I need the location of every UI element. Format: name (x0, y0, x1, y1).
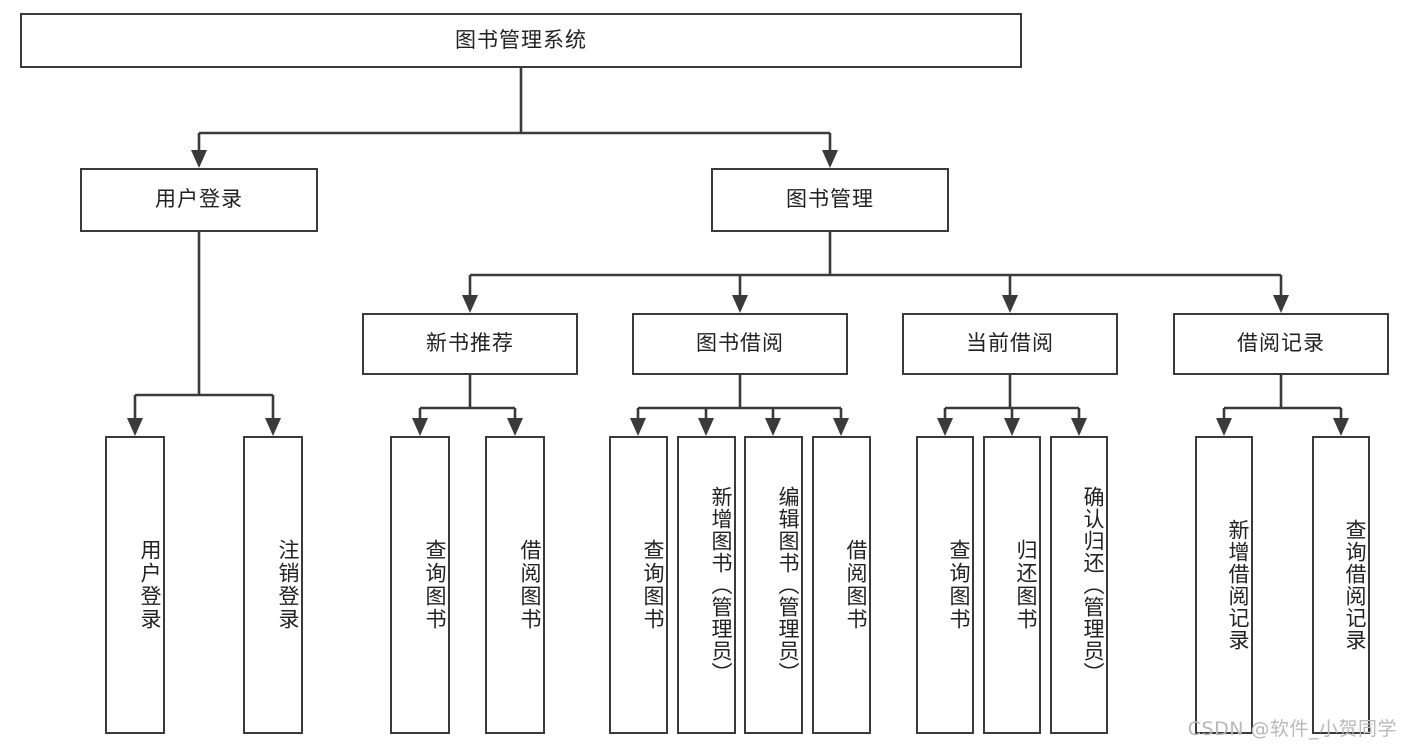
node-new-book-rec[interactable]: 新书推荐 (362, 313, 578, 375)
node-label: 新书推荐 (426, 331, 514, 356)
node-leaf-add-book[interactable]: 新增图书（管理员） (677, 436, 736, 734)
node-leaf-query-book-1[interactable]: 查询图书 (390, 436, 450, 734)
node-book-borrow[interactable]: 图书借阅 (632, 313, 848, 375)
node-label: 图书管理 (786, 187, 874, 212)
node-leaf-confirm-return[interactable]: 确认归还（管理员） (1050, 436, 1108, 734)
node-root[interactable]: 图书管理系统 (20, 13, 1022, 68)
node-leaf-query-book-3[interactable]: 查询图书 (916, 436, 974, 734)
node-leaf-logout[interactable]: 注销登录 (243, 436, 303, 734)
node-label: 查询图书 (641, 539, 665, 631)
node-current-borrow[interactable]: 当前借阅 (902, 313, 1118, 375)
node-label: 确认归还（管理员） (1081, 486, 1105, 684)
node-label: 查询图书 (947, 539, 971, 631)
node-label: 借阅图书 (518, 539, 542, 631)
node-label: 图书管理系统 (455, 27, 587, 52)
node-user-login[interactable]: 用户登录 (80, 168, 318, 232)
node-label: 查询借阅记录 (1343, 519, 1367, 651)
node-leaf-return-book[interactable]: 归还图书 (983, 436, 1041, 734)
node-label: 新增借阅记录 (1226, 519, 1250, 651)
node-leaf-user-login[interactable]: 用户登录 (105, 436, 165, 734)
node-label: 归还图书 (1014, 539, 1038, 631)
node-label: 注销登录 (276, 539, 300, 631)
node-label: 新增图书（管理员） (709, 486, 733, 684)
node-book-manage[interactable]: 图书管理 (711, 168, 949, 232)
node-label: 用户登录 (155, 187, 243, 212)
node-leaf-query-book-2[interactable]: 查询图书 (609, 436, 668, 734)
node-leaf-edit-book[interactable]: 编辑图书（管理员） (744, 436, 803, 734)
node-label: 用户登录 (138, 539, 162, 631)
node-label: 借阅图书 (844, 539, 868, 631)
node-label: 查询图书 (423, 539, 447, 631)
node-leaf-borrow-book-1[interactable]: 借阅图书 (485, 436, 545, 734)
node-label: 图书借阅 (696, 331, 784, 356)
node-leaf-borrow-book-2[interactable]: 借阅图书 (812, 436, 871, 734)
node-label: 当前借阅 (966, 331, 1054, 356)
node-borrow-record[interactable]: 借阅记录 (1173, 313, 1389, 375)
node-leaf-add-record[interactable]: 新增借阅记录 (1195, 436, 1253, 734)
node-leaf-query-record[interactable]: 查询借阅记录 (1312, 436, 1370, 734)
watermark-text: CSDN @软件_小贺同学 (1187, 718, 1397, 740)
node-label: 借阅记录 (1237, 331, 1325, 356)
node-label: 编辑图书（管理员） (776, 486, 800, 684)
